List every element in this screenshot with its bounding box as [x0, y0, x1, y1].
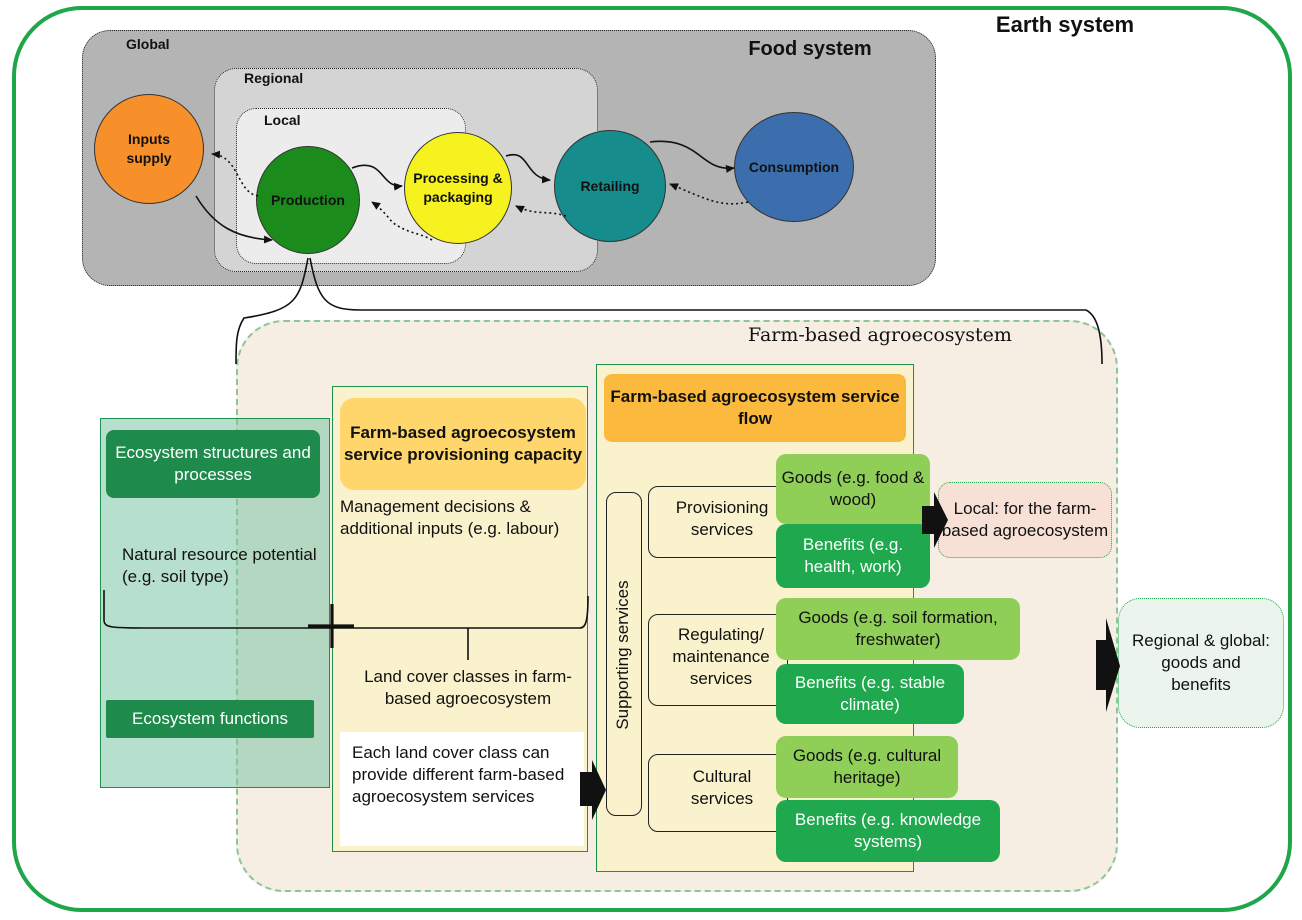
ecosystem-functions-box: Ecosystem functions — [106, 700, 314, 738]
benefits-climate-box: Benefits (e.g. stable climate) — [776, 664, 964, 724]
each-class-text: Each land cover class can provide differ… — [352, 743, 565, 807]
arrow-to-regional-output — [1096, 618, 1120, 712]
supporting-services-bracket — [606, 492, 642, 816]
goods-food-label: Goods (e.g. food & wood) — [781, 467, 925, 509]
goods-soil-label: Goods (e.g. soil formation, freshwater) — [798, 607, 998, 649]
benefits-knowledge-box: Benefits (e.g. knowledge systems) — [776, 800, 1000, 862]
regulating-label: Regulating/ maintenance services — [672, 625, 770, 689]
goods-soil-box: Goods (e.g. soil formation, freshwater) — [776, 598, 1020, 660]
local-output-box: Local: for the farm-based agroecosystem — [938, 482, 1112, 558]
global-label: Global — [126, 36, 170, 52]
benefits-climate-label: Benefits (e.g. stable climate) — [794, 672, 946, 714]
capacity-title: Farm-based agroecosystem service provisi… — [343, 422, 583, 464]
goods-heritage-label: Goods (e.g. cultural heritage) — [792, 745, 942, 787]
arrow-to-service-flow — [580, 760, 606, 820]
ecosystem-structures-label: Ecosystem structures and processes — [115, 442, 311, 484]
goods-food-box: Goods (e.g. food & wood) — [776, 454, 930, 524]
regulating-bracket — [648, 614, 788, 706]
earth-system-title: Earth system — [995, 12, 1135, 37]
benefits-knowledge-label: Benefits (e.g. knowledge systems) — [794, 809, 982, 851]
retailing-node: Retailing — [554, 130, 666, 242]
management-text: Management decisions & additional inputs… — [340, 497, 560, 539]
plus-sign — [308, 604, 354, 648]
local-label: Local — [264, 112, 301, 128]
inputs-supply-label: Inputs supply — [126, 131, 172, 166]
food-system-title: Food system — [748, 38, 872, 60]
cultural-label: Cultural services — [690, 767, 754, 809]
regional-output-label: Regional & global: goods and benefits — [1132, 630, 1270, 695]
goods-heritage-box: Goods (e.g. cultural heritage) — [776, 736, 958, 798]
regional-output-box: Regional & global: goods and benefits — [1118, 598, 1284, 728]
farm-agroecosystem-title: Farm-based agroecosystem — [748, 324, 1012, 346]
inputs-supply-node: Inputs supply — [94, 94, 204, 204]
processing-node: Processing & packaging — [404, 132, 512, 244]
regional-label: Regional — [244, 70, 304, 86]
provisioning-label: Provisioning services — [675, 498, 769, 540]
retailing-to-processing-feedback — [515, 205, 567, 217]
retailing-to-consumption-arrow — [649, 140, 735, 173]
processing-to-retailing-arrow — [505, 153, 551, 184]
retailing-label: Retailing — [580, 177, 640, 194]
production-label: Production — [271, 191, 345, 208]
ecosystem-structures-box: Ecosystem structures and processes — [106, 430, 320, 498]
production-to-processing-arrow — [351, 164, 403, 191]
inputs-to-production-arrow — [195, 195, 273, 244]
local-output-label: Local: for the farm-based agroecosystem — [941, 498, 1109, 540]
consumption-label: Consumption — [748, 158, 840, 175]
processing-to-production-feedback — [371, 201, 433, 241]
consumption-to-retailing-feedback — [669, 183, 749, 205]
consumption-node: Consumption — [734, 112, 854, 222]
production-node: Production — [256, 146, 360, 254]
combination-bracket — [103, 590, 589, 660]
arrow-to-local-output — [922, 492, 948, 548]
processing-label: Processing & packaging — [413, 170, 503, 205]
service-flow-title-box: Farm-based agroecosystem service flow — [604, 374, 906, 442]
zoom-line-left — [235, 257, 309, 365]
service-flow-title: Farm-based agroecosystem service flow — [610, 386, 900, 428]
natural-resource-text: Natural resource potential (e.g. soil ty… — [122, 545, 317, 587]
land-cover-text: Land cover classes in farm-based agroeco… — [364, 667, 572, 709]
ecosystem-functions-label: Ecosystem functions — [132, 708, 288, 728]
benefits-health-box: Benefits (e.g. health, work) — [776, 524, 930, 588]
benefits-health-label: Benefits (e.g. health, work) — [802, 534, 904, 576]
production-to-inputs-feedback — [211, 150, 259, 197]
capacity-title-box: Farm-based agroecosystem service provisi… — [340, 398, 586, 490]
zoom-line-right — [309, 257, 1103, 365]
each-class-box: Each land cover class can provide differ… — [340, 732, 584, 846]
earth-system-frame — [12, 6, 1292, 912]
